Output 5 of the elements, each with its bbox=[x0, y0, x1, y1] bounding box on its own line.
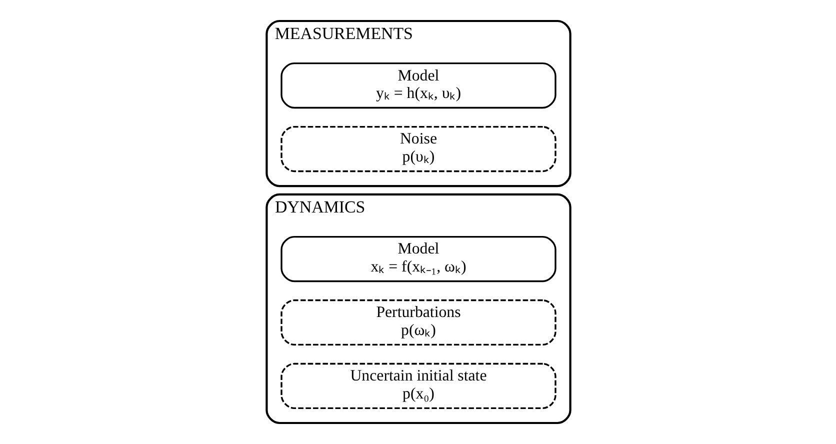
node-box: Uncertain initial state p(x₀) bbox=[280, 362, 556, 410]
node-box: Model yₖ = h(xₖ, υₖ) bbox=[280, 62, 556, 109]
node-box: Model xₖ = f(xₖ₋₁, ωₖ) bbox=[280, 236, 556, 282]
node-box: Noise p(υₖ) bbox=[280, 126, 556, 172]
node-box: Perturbations p(ωₖ) bbox=[280, 299, 556, 346]
